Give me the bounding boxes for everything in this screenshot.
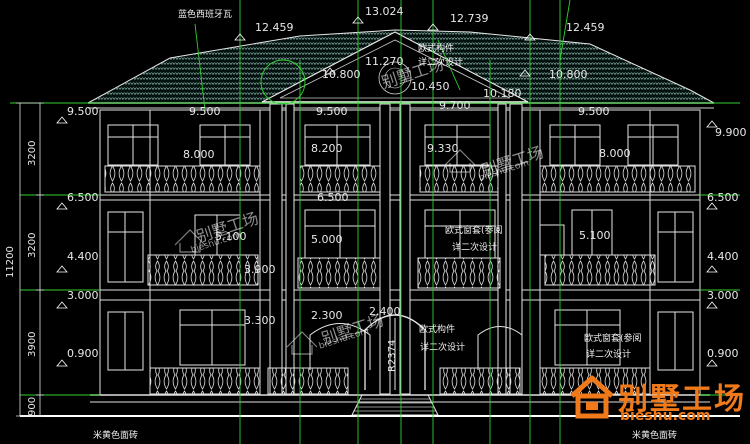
cad-guides [10,0,740,444]
window-frame-note-sub: 详二次设计 [452,243,498,253]
f3-right-edge-level: 9.900 [715,126,747,139]
door-radius-label: R2374 [387,339,398,372]
mid-ridge-elevation: 12.739 [450,12,489,25]
f3-center-right-level: 9.700 [439,99,471,112]
columns [269,103,523,395]
f1-center-mid-level: 2.300 [311,309,343,322]
f1-right-level: 3.000 [707,289,739,302]
gable-apex-elevation: 11.270 [365,55,404,68]
left-eave-elevation: 10.800 [322,68,361,81]
level-markers [56,16,718,367]
window-frame-right-note-sub: 详二次设计 [586,350,632,360]
f2-sill-right: 5.100 [579,229,611,242]
f1-center-left-level: 3.300 [244,314,276,327]
f3-center-level: 9.500 [316,105,348,118]
center-eave-elevation: 10.180 [483,87,522,100]
f2-sill-center: 5.000 [311,233,343,246]
watermark-logos [174,149,476,355]
floor3-height-dimension: 3200 [27,140,38,166]
floor1-height-dimension: 3900 [27,331,38,357]
window-frame-note: 欧式窗套(参阅 [445,226,503,236]
f3-sill-left: 8.000 [183,148,215,161]
f3-left-inner-level: 9.500 [189,105,221,118]
f3-sill-mid: 9.330 [427,142,459,155]
f1-right-low-level: 0.900 [707,347,739,360]
entrance-stairs [351,394,439,416]
house-logo-icon [570,375,614,419]
base-material-left: 米黄色面砖 [93,431,139,441]
f2-right-low-level: 4.400 [707,250,739,263]
base-height-dimension: 900 [27,396,38,416]
total-height-dimension: 11200 [5,246,16,278]
f1-left-level: 3.000 [67,289,99,302]
left-ridge-elevation: 12.459 [255,21,294,34]
base-material-right: 米黄色面砖 [632,431,678,441]
logo-url: bieshu.com [620,408,711,424]
f3-left-outer-level: 9.500 [67,105,99,118]
roof-material-note: 蓝色西班牙瓦 [178,10,233,20]
floor1-openings [107,309,694,390]
f2-sill-left: 5.100 [215,230,247,243]
f1-left-low-level: 0.900 [67,347,99,360]
floor1-balustrades [149,367,651,395]
right-eave-elevation: 10.800 [549,68,588,81]
pediment [261,31,529,103]
dimension-lines [16,102,44,417]
pediment-note-sub: 详二次设计 [418,58,464,68]
f3-sill-center: 8.200 [311,142,343,155]
brand-logo: 别墅工场 bieshu.com [570,372,746,424]
logo-title: 别墅工场 [618,382,746,417]
f3-right-level: 9.500 [578,105,610,118]
f3-sill-right: 8.000 [599,147,631,160]
door-frame-note-sub: 详二次设计 [420,343,466,353]
f1-center-top-level: 2.400 [369,305,401,318]
right-ridge-elevation: 12.459 [566,21,605,34]
f2-left-level: 6.500 [67,191,99,204]
door-frame-note: 欧式构件 [419,325,456,335]
gable-base-elevation: 10.450 [411,80,450,93]
pediment-note: 欧式构件 [418,44,455,54]
f2-left-low-level: 4.400 [67,250,99,263]
f2-right-level: 6.500 [707,191,739,204]
f2-center-level: 6.500 [317,191,349,204]
ridge-center-elevation: 13.024 [365,5,404,18]
window-frame-right-note: 欧式窗套(参阅 [584,334,642,344]
floor2-height-dimension: 3200 [27,232,38,258]
f2-balcony-level: 3.900 [244,263,276,276]
